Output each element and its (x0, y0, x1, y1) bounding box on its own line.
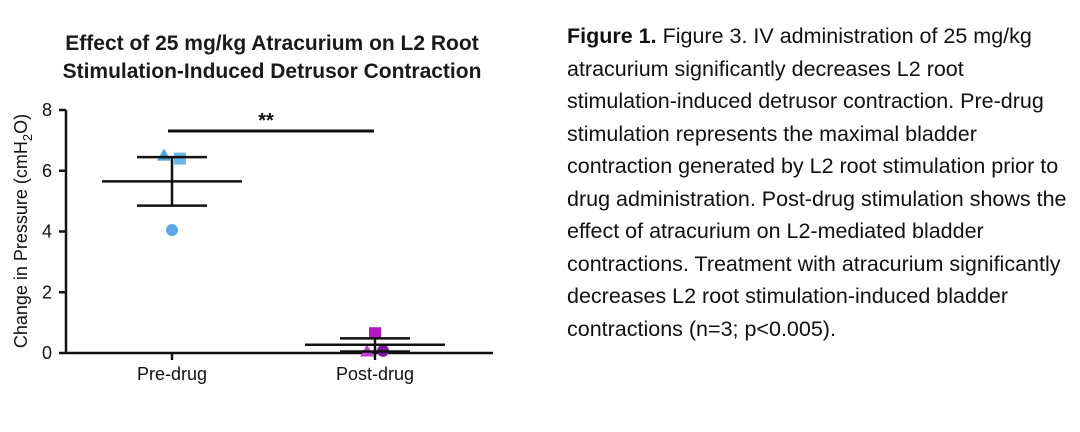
data-point-circle (166, 223, 178, 236)
chart-title-line2: Stimulation-Induced Detrusor Contraction (63, 60, 482, 83)
y-tick-label: 6 (42, 161, 52, 181)
y-axis-label-subscript: 2 (20, 134, 35, 141)
y-tick-label: 2 (42, 282, 52, 302)
y-axis-label: Change in Pressure (cmH2O) (11, 114, 35, 348)
y-axis-label-end: O) (11, 114, 31, 134)
y-tick-label: 0 (42, 343, 52, 363)
caption-text: Figure 3. IV administration of 25 mg/kg … (567, 24, 1067, 341)
x-tick-label: Post-drug (336, 364, 414, 384)
y-tick-label: 8 (42, 100, 52, 120)
caption-label: Figure 1. (567, 24, 657, 48)
y-tick-label: 4 (42, 222, 52, 242)
figure-caption: Figure 1. Figure 3. IV administration of… (567, 20, 1067, 345)
data-point-triangle (157, 148, 171, 161)
chart: Effect of 25 mg/kg Atracurium on L2 Root… (11, 32, 493, 384)
chart-title-line1: Effect of 25 mg/kg Atracurium on L2 Root (65, 32, 478, 55)
data-point-square (369, 327, 381, 340)
data-point-square (174, 152, 186, 165)
y-axis-label-main: Change in Pressure (cmH (11, 141, 31, 348)
significance-label: ** (258, 110, 274, 132)
x-tick-label: Pre-drug (137, 364, 207, 384)
